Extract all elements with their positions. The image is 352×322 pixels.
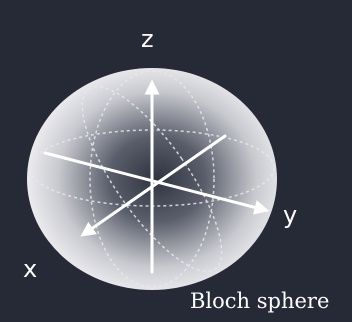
figure-caption: Bloch sphere [190,289,330,313]
meridian-circle-front [89,70,215,288]
meridian-circle-tilted [81,85,223,273]
y-axis-arrow [43,151,270,215]
z-axis-label: z [141,25,154,53]
x-axis-arrow [80,134,227,237]
y-axis-label: y [283,201,298,229]
x-axis-label: x [23,255,38,283]
